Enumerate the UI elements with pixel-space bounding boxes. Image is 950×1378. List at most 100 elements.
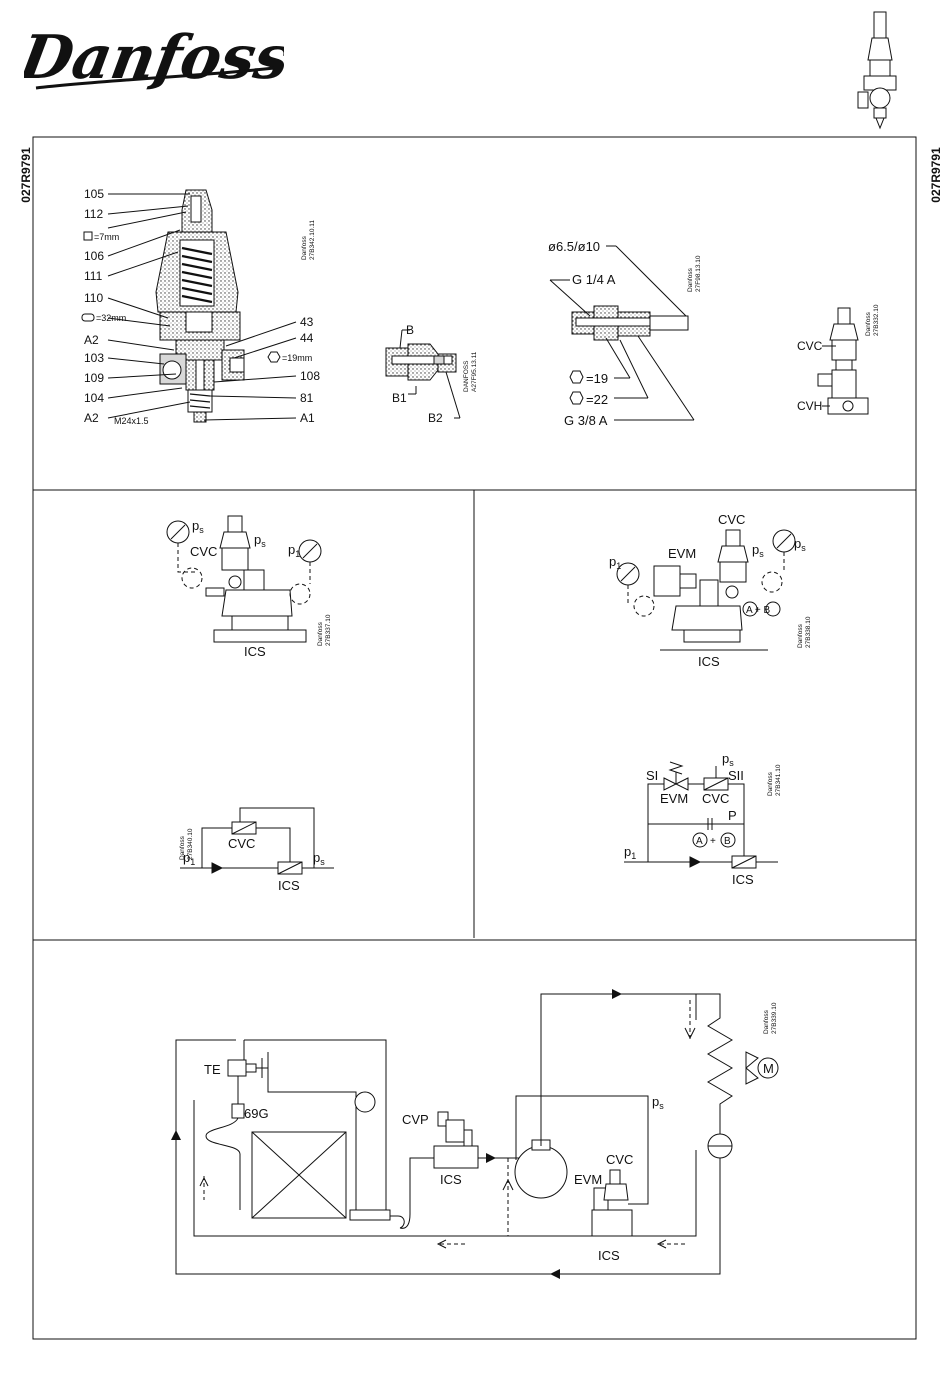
label-105: 105 bbox=[84, 187, 104, 201]
ics-with-evm-cvc-drawing bbox=[616, 529, 796, 651]
label-p1-schem3-sub: 1 bbox=[631, 851, 636, 861]
code-27b332: Danfoss 27B332.10 bbox=[865, 304, 880, 336]
logo-text: Danfoss bbox=[24, 22, 284, 92]
label-cvh-assembly: CVH bbox=[797, 399, 822, 413]
label-cvc-p3: CVC bbox=[718, 512, 745, 527]
label-b-schem3: B bbox=[724, 836, 731, 847]
label-32mm: =32mm bbox=[96, 313, 126, 323]
label-cvp: CVP bbox=[402, 1112, 429, 1127]
code-27b341-line1: Danfoss bbox=[767, 771, 774, 796]
label-108: 108 bbox=[300, 369, 320, 383]
label-p1-p3-main: p bbox=[609, 554, 616, 569]
code-27f98-line1: Danfoss bbox=[687, 267, 694, 292]
code-27b338-line2: 27B338.10 bbox=[805, 616, 812, 648]
gauge-nipple-section bbox=[385, 343, 457, 381]
label-p1-schem2: p1 bbox=[183, 850, 195, 867]
label-p1-p3: p1 bbox=[609, 554, 621, 571]
label-a2-top: A2 bbox=[84, 333, 99, 347]
code-27b341: Danfoss 27B341.10 bbox=[767, 764, 782, 796]
label-ps-schem3: ps bbox=[722, 751, 734, 768]
label-ics-p3: ICS bbox=[698, 654, 720, 669]
code-27b341-line2: 27B341.10 bbox=[775, 764, 782, 796]
label-p1-schem2-main: p bbox=[183, 850, 190, 865]
label-b: B bbox=[406, 323, 414, 337]
valve-cross-section bbox=[155, 189, 245, 423]
label-cvc-assembly: CVC bbox=[797, 339, 823, 353]
code-27b332-line1: Danfoss bbox=[865, 311, 872, 336]
label-p1-p2-sub: 1 bbox=[295, 549, 300, 559]
label-110: 110 bbox=[84, 291, 103, 305]
code-27b338-line1: Danfoss bbox=[797, 623, 804, 648]
outer-frame bbox=[32, 136, 917, 1340]
label-ps2-p3-sub: s bbox=[801, 543, 806, 553]
label-p1-schem3: p1 bbox=[624, 844, 636, 861]
code-27b342-line2: 27B342.10.11 bbox=[309, 220, 316, 260]
code-27b337-line1: Danfoss bbox=[317, 621, 324, 646]
label-ps2-p3-main: p bbox=[794, 536, 801, 551]
label-cvc-schem2: CVC bbox=[228, 836, 255, 851]
label-p-schem3: P bbox=[728, 808, 737, 823]
label-ab-p3: A + B bbox=[746, 605, 771, 616]
label-ps-schem2: ps bbox=[313, 850, 325, 867]
label-ps-p4-sub: s bbox=[659, 1101, 664, 1111]
code-27b337: Danfoss 27B337.10 bbox=[317, 614, 332, 646]
label-si-schem3: SI bbox=[646, 768, 658, 783]
code-27b342: Danfoss 27B342.10.11 bbox=[301, 220, 316, 260]
label-ps-schem3-sub: s bbox=[729, 758, 734, 768]
code-a27f95: DANFOSS A27F95.13.11 bbox=[463, 351, 478, 392]
label-ps2-p2-sub: s bbox=[261, 539, 266, 549]
label-sii-schem3: SII bbox=[728, 768, 744, 783]
code-27b339: Danfoss 27B339.10 bbox=[763, 1002, 778, 1034]
label-ps-schem3-main: p bbox=[722, 751, 729, 766]
label-ps-p3-sub: s bbox=[759, 549, 764, 559]
evm-cvc-ics-schematic bbox=[624, 761, 778, 869]
label-69g: 69G bbox=[244, 1106, 269, 1121]
code-27b339-line2: 27B339.10 bbox=[771, 1002, 778, 1034]
label-112: 112 bbox=[84, 207, 103, 221]
code-27b340-line2: 27B340.10 bbox=[187, 828, 194, 860]
code-27b332-line2: 27B332.10 bbox=[873, 304, 880, 336]
ics-with-cvc-drawing bbox=[166, 515, 322, 643]
label-109: 109 bbox=[84, 371, 104, 385]
label-81: 81 bbox=[300, 391, 314, 405]
label-ps-p4: ps bbox=[652, 1094, 664, 1111]
label-ps-p3-main: p bbox=[752, 542, 759, 557]
label-ps2-p2: ps bbox=[254, 532, 266, 549]
label-44: 44 bbox=[300, 331, 314, 345]
label-p1-p2: p1 bbox=[288, 542, 300, 559]
label-a-schem3: A bbox=[696, 836, 703, 847]
code-27b338: Danfoss 27B338.10 bbox=[797, 616, 812, 648]
label-ics-schem2: ICS bbox=[278, 878, 300, 893]
label-evm-p3: EVM bbox=[668, 546, 696, 561]
label-h22: =22 bbox=[586, 392, 608, 407]
label-b1: B1 bbox=[392, 391, 407, 405]
label-ps-p2: ps bbox=[192, 518, 204, 535]
label-cvc-schem3: CVC bbox=[702, 791, 729, 806]
label-ps2-p2-main: p bbox=[254, 532, 261, 547]
label-evm-p4: EVM bbox=[574, 1172, 602, 1187]
label-ics-p2: ICS bbox=[244, 644, 266, 659]
cvc-cvh-assembly bbox=[817, 307, 869, 415]
label-g14: G 1/4 A bbox=[572, 272, 616, 287]
label-ps-p4-main: p bbox=[652, 1094, 659, 1109]
label-ps-p3: ps bbox=[752, 542, 764, 559]
label-a1: A1 bbox=[300, 411, 315, 425]
danfoss-logo: Danfoss bbox=[24, 22, 284, 92]
label-evm-schem3: EVM bbox=[660, 791, 688, 806]
label-104: 104 bbox=[84, 391, 104, 405]
code-27f98-line2: 27F98.13.10 bbox=[695, 255, 702, 292]
label-ps-p2-sub: s bbox=[199, 525, 204, 535]
label-111: 111 bbox=[84, 269, 103, 283]
label-43: 43 bbox=[300, 315, 314, 329]
tube-fitting-section bbox=[571, 305, 689, 341]
refrigeration-system-diagram bbox=[171, 989, 779, 1279]
label-ps-p2-main: p bbox=[192, 518, 199, 533]
code-a27f95-line1: DANFOSS bbox=[463, 360, 470, 392]
label-dia: ø6.5/ø10 bbox=[548, 239, 600, 254]
label-motor: M bbox=[763, 1061, 774, 1076]
code-27b337-line2: 27B337.10 bbox=[325, 614, 332, 646]
label-a2-bottom: A2 bbox=[84, 411, 99, 425]
code-27b339-line1: Danfoss bbox=[763, 1009, 770, 1034]
code-27f98: Danfoss 27F98.13.10 bbox=[687, 255, 702, 292]
label-cvc-p4: CVC bbox=[606, 1152, 633, 1167]
